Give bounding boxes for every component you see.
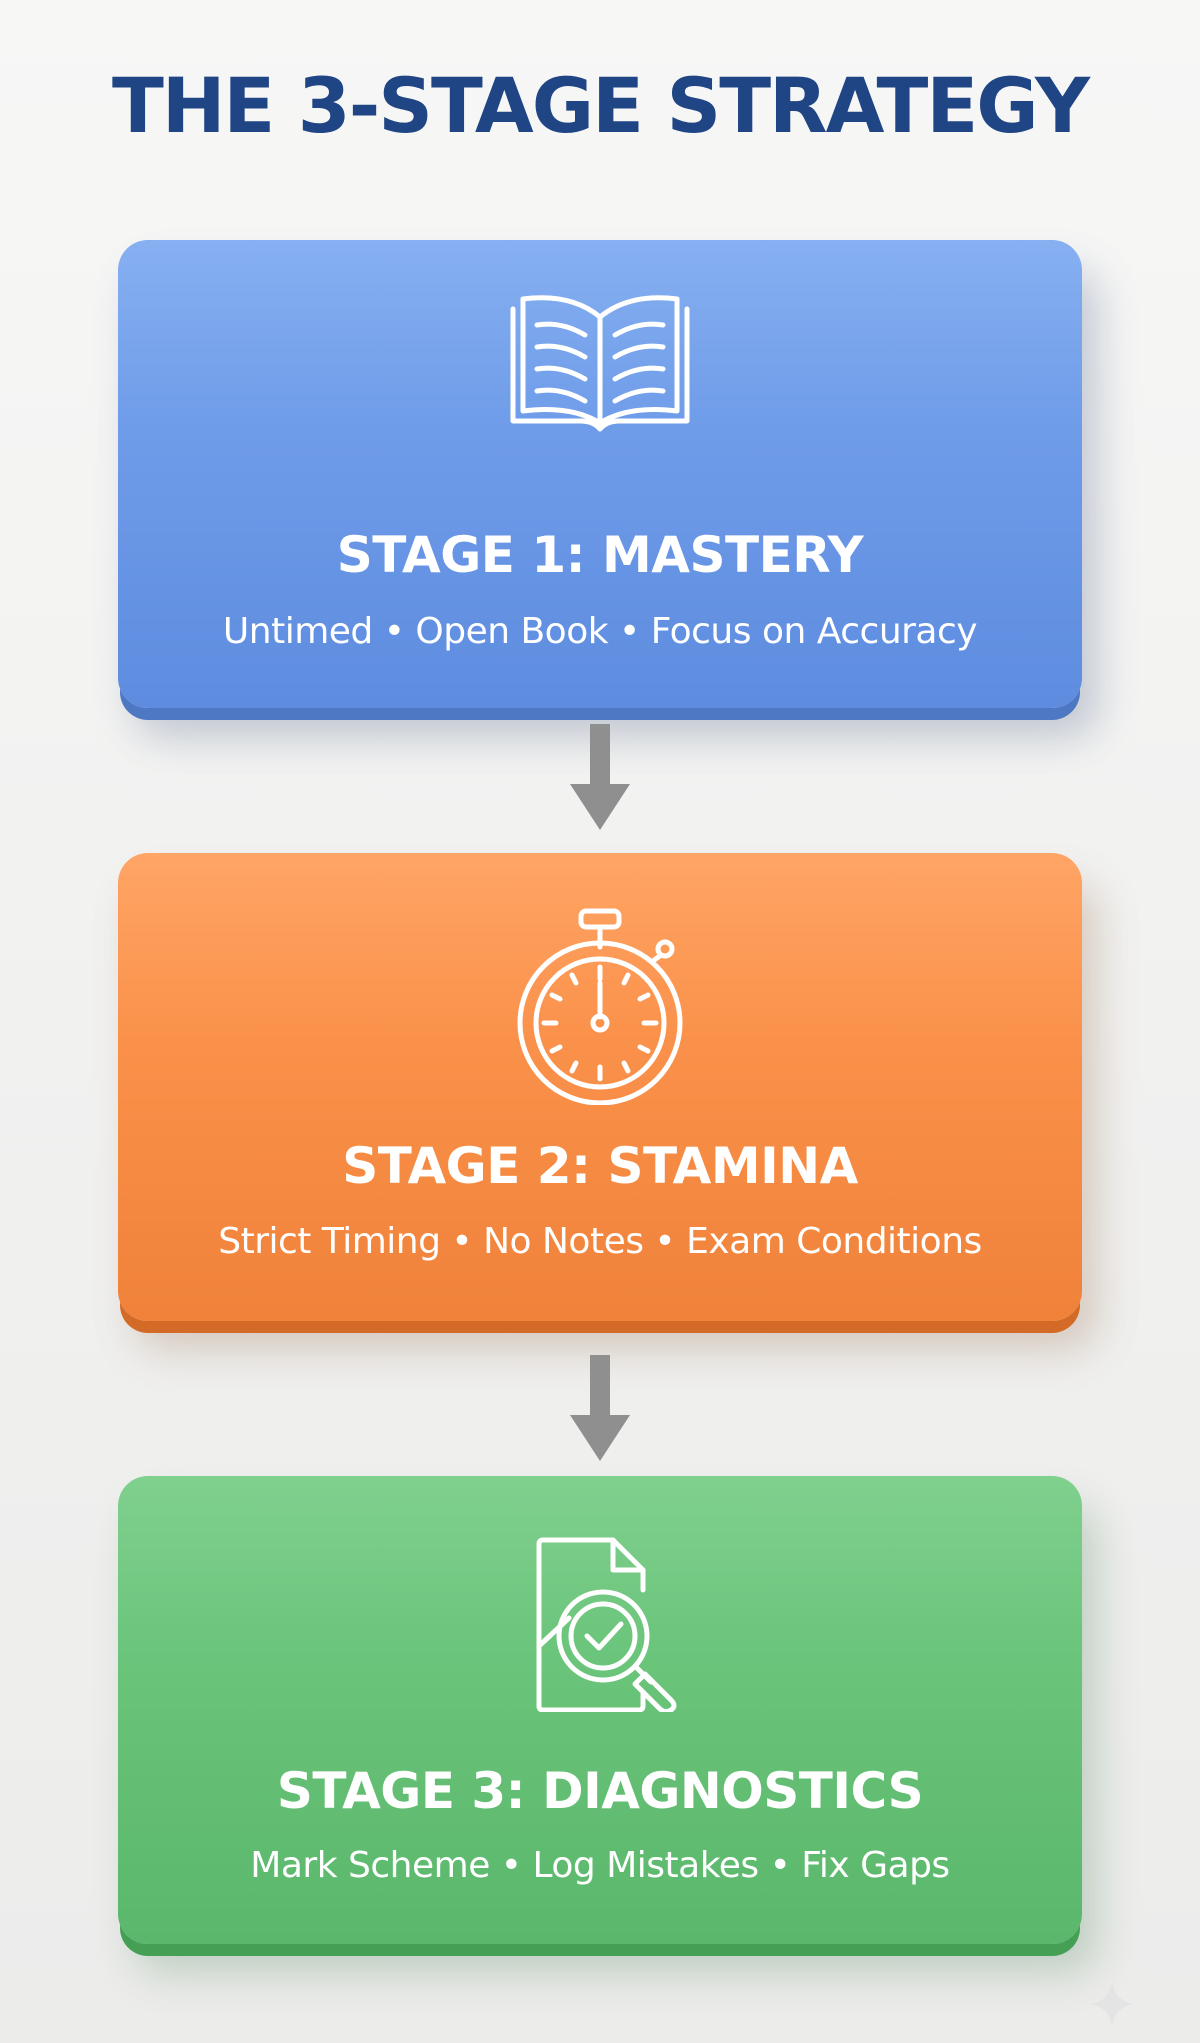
stage-3-card: STAGE 3: DIAGNOSTICS Mark Scheme • Log M… [118,1476,1082,1944]
stage-1-card: STAGE 1: MASTERY Untimed • Open Book • F… [118,240,1082,708]
stage-3-title: STAGE 3: DIAGNOSTICS [276,1762,924,1820]
document-magnifier-check-icon [505,1536,695,1717]
stage-2-title: STAGE 2: STAMINA [342,1137,858,1195]
stopwatch-icon [505,905,695,1110]
stage-2-card: STAGE 2: STAMINA Strict Timing • No Note… [118,853,1082,1321]
sparkle-icon [1090,1982,1134,2026]
stage-1-subtitle: Untimed • Open Book • Focus on Accuracy [222,611,978,652]
down-arrow-icon [570,724,630,830]
open-book-icon [505,295,695,438]
stage-1-title: STAGE 1: MASTERY [336,526,864,584]
down-arrow-icon [570,1355,630,1461]
stage-3-subtitle: Mark Scheme • Log Mistakes • Fix Gaps [250,1845,950,1886]
page-title: THE 3-STAGE STRATEGY [111,61,1090,150]
stage-2-subtitle: Strict Timing • No Notes • Exam Conditio… [218,1221,982,1262]
